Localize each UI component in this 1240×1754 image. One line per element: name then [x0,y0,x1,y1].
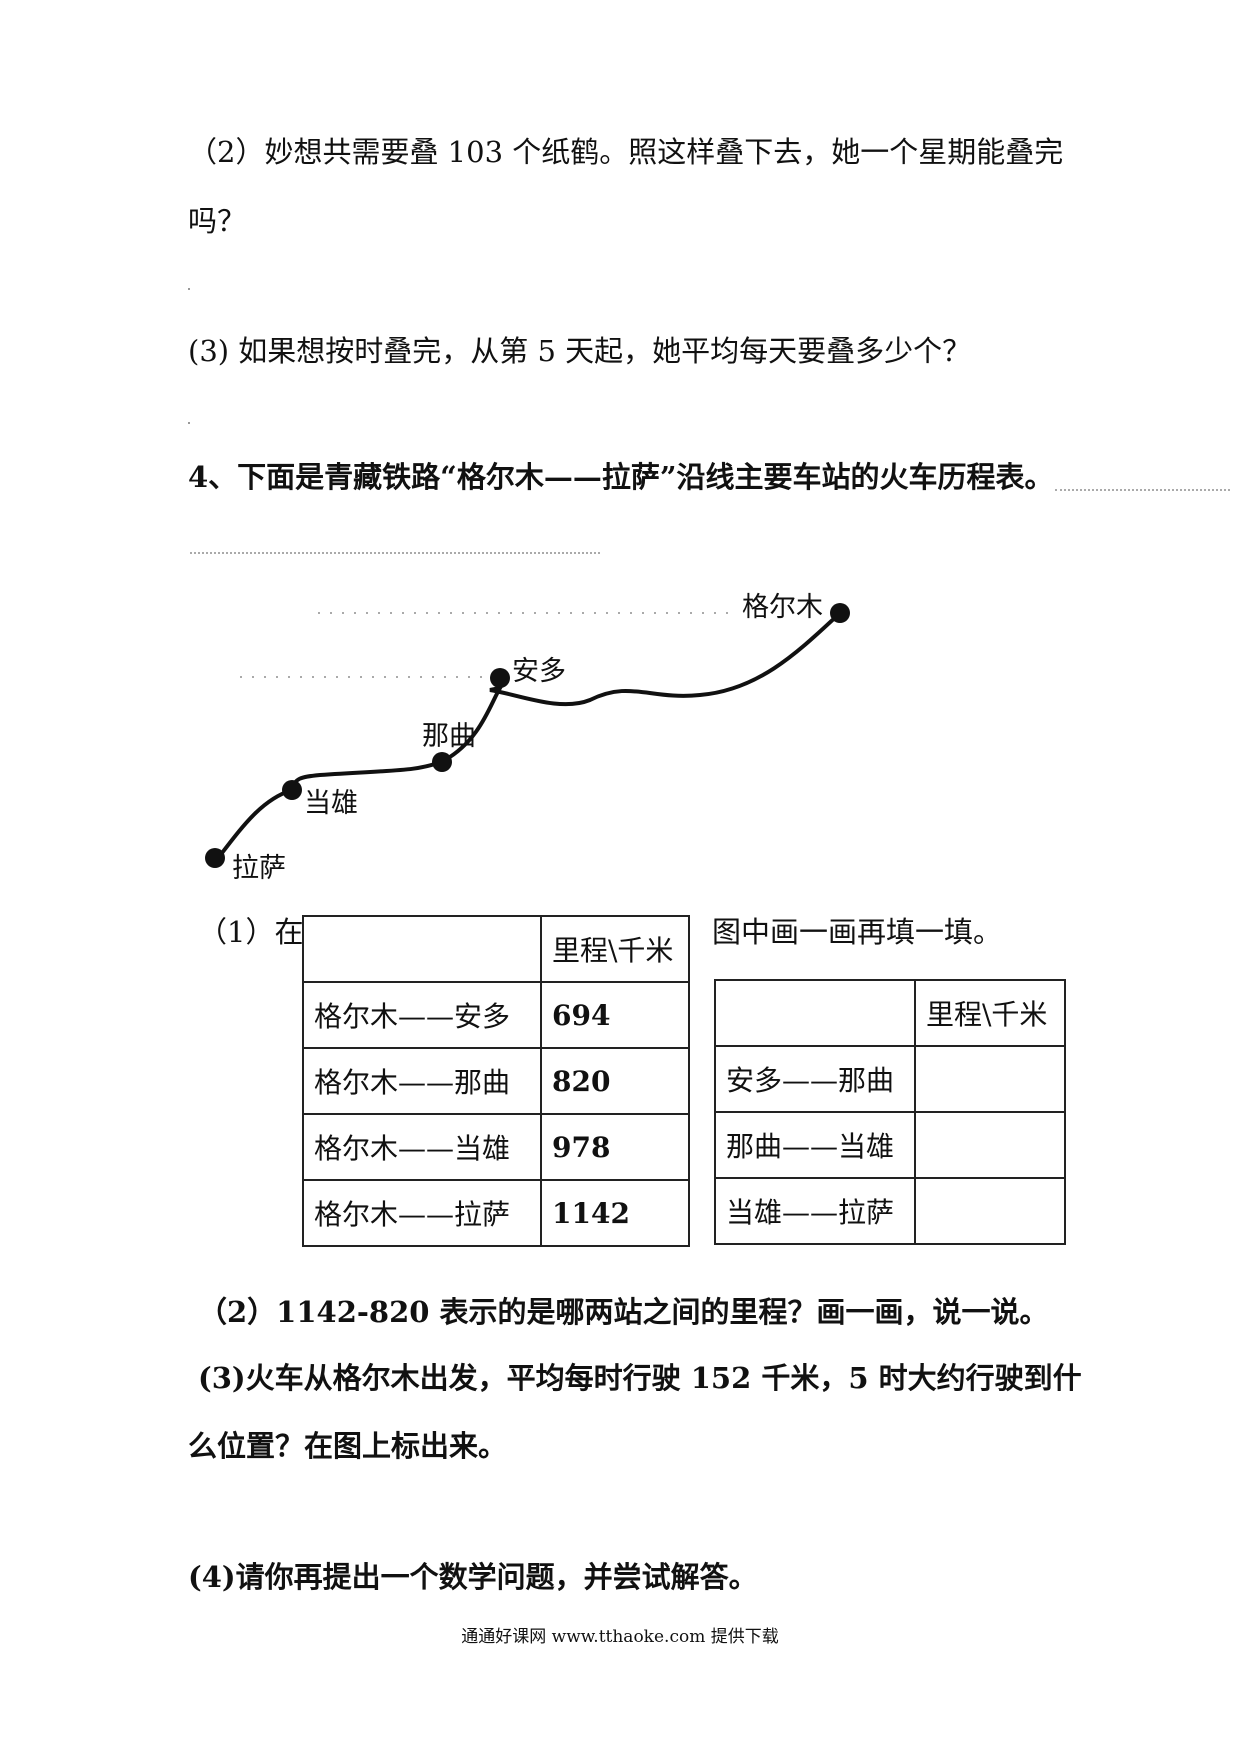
header-cell [302,915,542,983]
answer-cell[interactable] [914,1111,1066,1179]
table-header-row: 里程\千米 [302,915,690,983]
q2-line1: （2）妙想共需要叠 103 个纸鹤。照这样叠下去，她一个星期能叠完 [188,135,1064,169]
sub1-prefix: （1）在 [198,915,304,949]
page-footer: 通通好课网 www.tthaoke.com 提供下载 [461,1627,779,1647]
railway-line [213,611,842,864]
given-distance-table: 里程\千米 格尔木——安多 694 格尔木——那曲 820 格尔木——当雄 97… [302,915,690,1247]
station-dot-damxung [282,780,302,800]
table-row: 格尔木——拉萨 1142 [302,1179,690,1247]
segment-cell: 格尔木——那曲 [302,1047,542,1115]
segment-cell: 安多——那曲 [714,1045,916,1113]
segment-cell: 格尔木——当雄 [302,1113,542,1181]
station-label-golmud: 格尔木 [742,592,823,623]
fill-in-distance-table: 里程\千米 安多——那曲 那曲——当雄 当雄——拉萨 [714,979,1066,1245]
table-row: 安多——那曲 [714,1045,1066,1113]
table-row: 当雄——拉萨 [714,1177,1066,1245]
segment-cell: 格尔木——安多 [302,981,542,1049]
station-label-nagqu: 那曲 [422,721,476,752]
station-dot-lhasa [205,848,225,868]
scan-dot [188,422,190,424]
table-row: 格尔木——安多 694 [302,981,690,1049]
dotted-leader [1055,489,1230,491]
dotted-leader [190,552,600,554]
answer-cell[interactable] [914,1045,1066,1113]
distance-cell: 978 [540,1113,690,1181]
table-row: 那曲——当雄 [714,1111,1066,1179]
station-label-amdo: 安多 [512,656,566,687]
station-label-lhasa: 拉萨 [232,853,286,884]
sub1-suffix: 图中画一画再填一填。 [712,915,1003,949]
sub2: （2）1142-820 表示的是哪两站之间的里程？画一画，说一说。 [198,1295,1049,1329]
q2-line2: 吗？ [188,204,247,238]
segment-cell: 格尔木——拉萨 [302,1179,542,1247]
station-dot-nagqu [432,752,452,772]
sub3-line2: 么位置？在图上标出来。 [188,1429,508,1463]
distance-cell: 1142 [540,1179,690,1247]
segment-cell: 那曲——当雄 [714,1111,916,1179]
header-cell: 里程\千米 [540,915,690,983]
distance-cell: 694 [540,981,690,1049]
table-header-row: 里程\千米 [714,979,1066,1047]
segment-cell: 当雄——拉萨 [714,1177,916,1245]
station-dot-amdo [490,668,510,688]
station-label-damxung: 当雄 [304,788,358,819]
scan-dot [188,288,190,290]
railway-route-map: 格尔木 安多 那曲 当雄 拉萨 [205,592,850,884]
table-row: 格尔木——当雄 978 [302,1113,690,1181]
sub4: (4)请你再提出一个数学问题，并尝试解答。 [188,1560,758,1594]
station-dot-golmud [830,603,850,623]
q4-title: 4、下面是青藏铁路“格尔木——拉萨”沿线主要车站的火车历程表。 [188,460,1054,494]
sub3-line1: (3)火车从格尔木出发，平均每时行驶 152 千米，5 时大约行驶到什 [198,1361,1082,1395]
header-cell: 里程\千米 [914,979,1066,1047]
distance-cell: 820 [540,1047,690,1115]
q3-line1: (3) 如果想按时叠完，从第 5 天起，她平均每天要叠多少个？ [188,334,972,368]
answer-cell[interactable] [914,1177,1066,1245]
table-row: 格尔木——那曲 820 [302,1047,690,1115]
header-cell [714,979,916,1047]
